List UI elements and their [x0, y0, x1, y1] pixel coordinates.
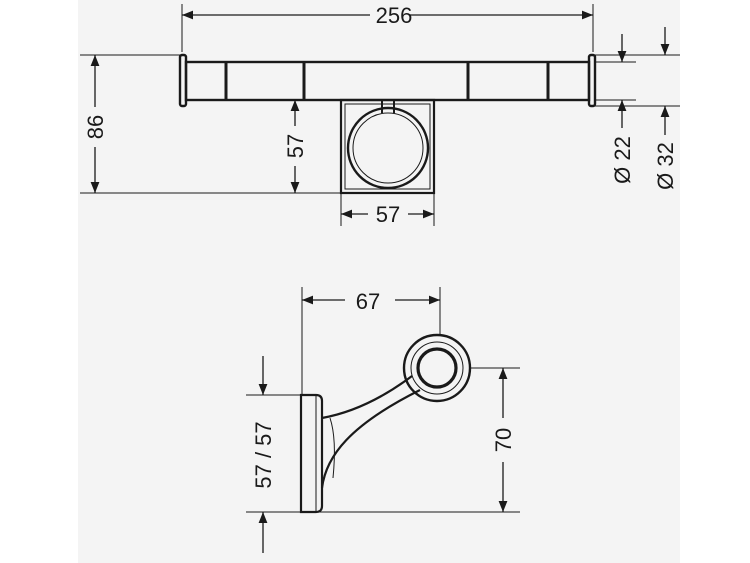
dim-label-57-57: 57 / 57: [251, 421, 276, 488]
dim-bracket-offset: 57: [283, 100, 308, 193]
dim-depth: 67: [302, 289, 440, 314]
dim-plate-height: 57 / 57: [251, 356, 276, 553]
wall-plate: [299, 393, 324, 514]
top-view: 256 86 57 57: [80, 3, 680, 227]
rail-end-cap-left: [178, 53, 188, 108]
rail-end-cap-right: [587, 53, 597, 108]
wall-bracket: [339, 98, 436, 195]
dim-label-57-horizontal: 57: [376, 202, 400, 227]
dim-label-d32: Ø 32: [653, 142, 678, 190]
side-view: 67 57 / 57 70: [246, 287, 520, 553]
dim-label-70: 70: [491, 428, 516, 452]
rail-cross-section: [402, 333, 472, 403]
dim-label-d22: Ø 22: [610, 136, 635, 184]
dim-rod-height: 70: [491, 368, 516, 512]
dim-inner-diameter: Ø 22: [610, 34, 635, 184]
bracket-arm: [320, 375, 421, 489]
dim-outer-diameter: Ø 32: [653, 27, 678, 190]
dim-overall-width: 256: [182, 3, 593, 28]
dim-label-86: 86: [83, 115, 108, 139]
dim-label-256: 256: [376, 3, 413, 28]
rail-bar: [184, 60, 591, 102]
dim-label-57-vertical: 57: [283, 134, 308, 158]
dim-label-67: 67: [356, 289, 380, 314]
drawing-sheet: [78, 0, 680, 563]
dim-projection-height: 86: [83, 55, 108, 193]
dim-bracket-width: 57: [341, 202, 434, 227]
